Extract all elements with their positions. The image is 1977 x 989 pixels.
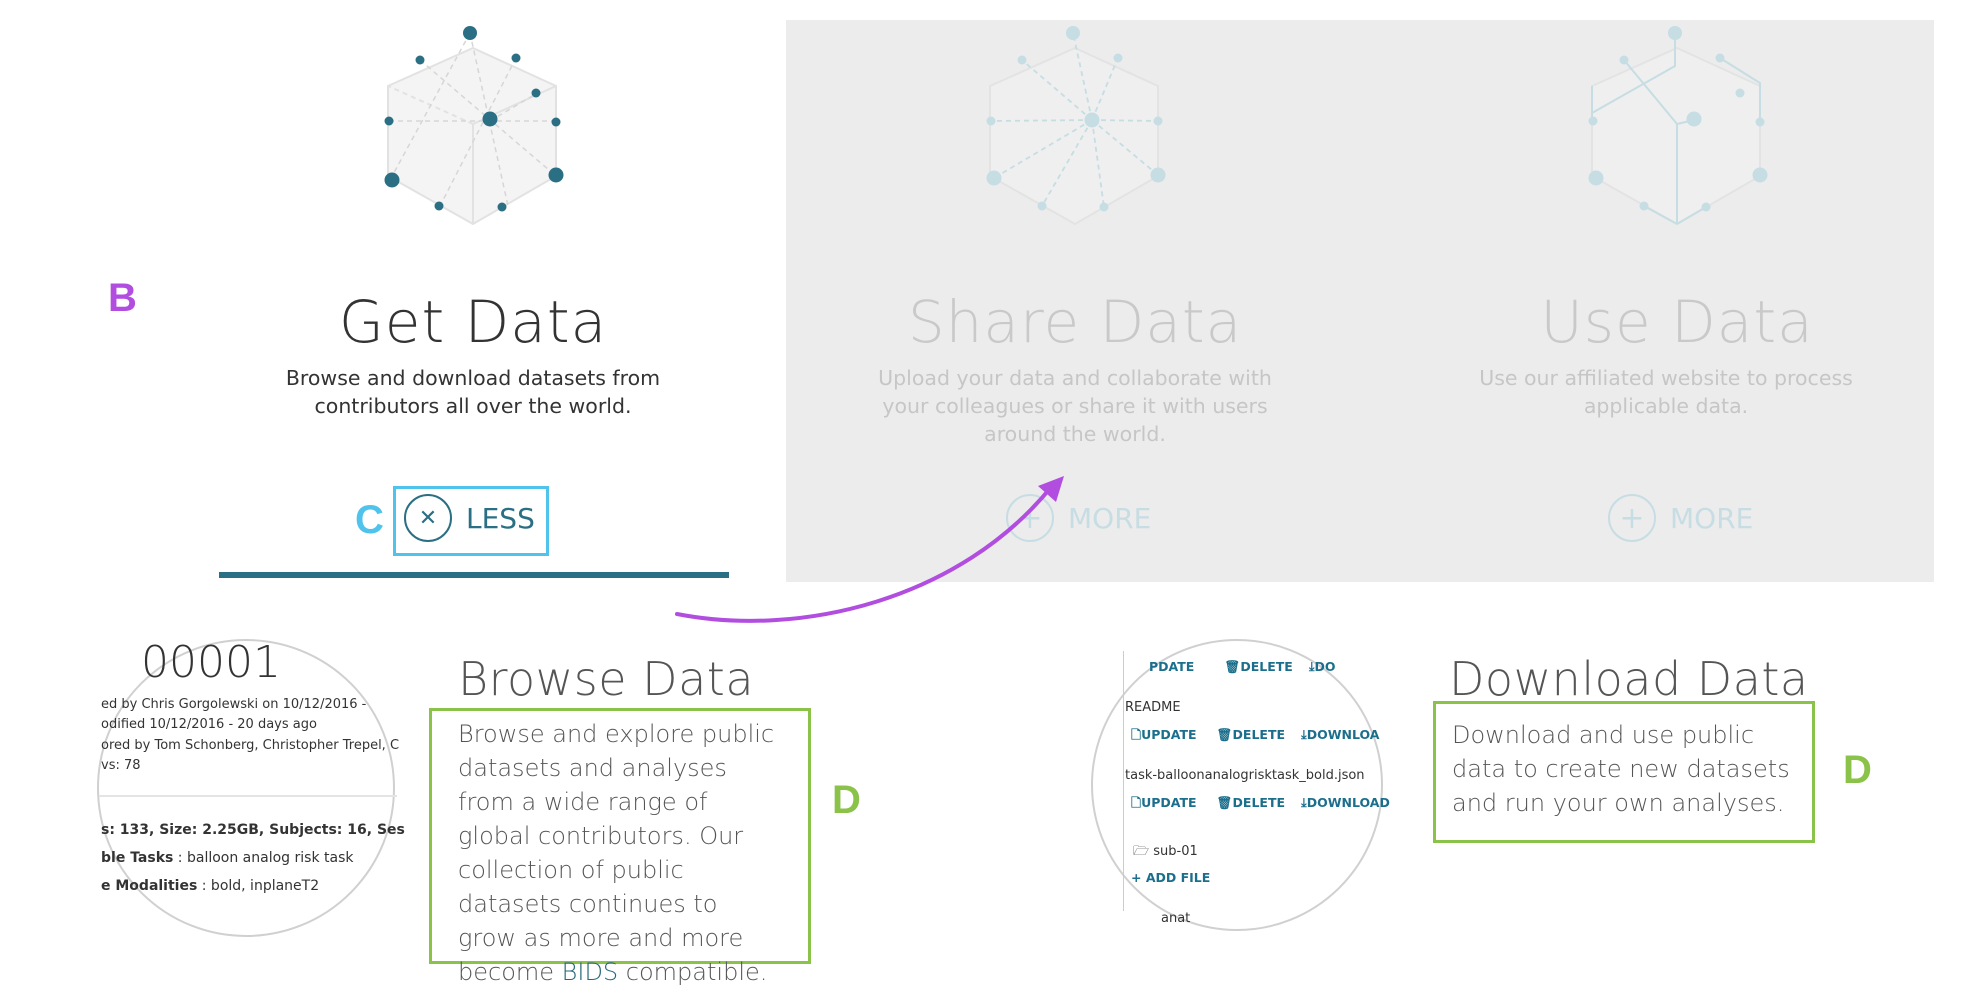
download-data-description: Download and use public data to create n…: [1433, 701, 1815, 843]
annotation-c: C: [355, 498, 384, 542]
preview-divider: [99, 795, 397, 797]
card-description-share-data: Upload your data and collaborate with yo…: [878, 366, 1272, 446]
share-more-label: MORE: [1068, 501, 1152, 535]
preview-dataset-id: 00001: [141, 637, 281, 688]
preview-readme-actions: 🗋UPDATE 🗑DELETE ⤓DOWNLOA: [1131, 727, 1380, 742]
card-title-use-data: Use Data: [1540, 288, 1814, 356]
preview-folder: 🗁 sub-01: [1133, 844, 1198, 859]
annotation-arrow: [675, 476, 1064, 623]
preview-json-actions: 🗋UPDATE 🗑DELETE ⤓DOWNLOAD: [1131, 795, 1390, 810]
annotation-d-download: D: [1843, 748, 1872, 792]
use-data-hexagon-graphic: [1588, 26, 1768, 226]
annotation-d-browse: D: [832, 778, 861, 822]
preview-modified: odified 10/12/2016 - 20 days ago: [101, 717, 317, 732]
preview-top-actions: PDATE 🗑DELETE ⤓DO: [1149, 659, 1336, 674]
download-data-title: Download Data: [1449, 652, 1809, 706]
preview-uploaded-by: ed by Chris Gorgolewski on 10/12/2016 -: [101, 697, 367, 712]
close-icon: ✕: [404, 494, 452, 542]
preview-stats: s: 133, Size: 2.25GB, Subjects: 16, Ses: [101, 822, 405, 838]
card-description-use-data: Use our affiliated website to process ap…: [1479, 366, 1853, 418]
card-description-get-data: Browse and download datasets from contri…: [285, 366, 661, 418]
active-card-underline: [219, 572, 729, 578]
browse-data-description: Browse and explore public datasets and a…: [429, 708, 811, 986]
browse-preview-magnifier: 00001 ed by Chris Gorgolewski on 10/12/2…: [97, 637, 405, 937]
preview-add-file: + ADD FILE: [1131, 870, 1211, 885]
preview-json-file: task-balloonanalogrisktask_bold.json: [1125, 768, 1365, 783]
less-button-highlight: [393, 486, 549, 556]
preview-anat: anat: [1161, 911, 1191, 926]
use-more-label: MORE: [1670, 501, 1754, 535]
less-button-label: LESS: [466, 501, 535, 535]
share-data-more-button[interactable]: + MORE: [1006, 494, 1151, 542]
preview-readme: README: [1125, 700, 1181, 715]
use-data-more-button[interactable]: + MORE: [1608, 494, 1753, 542]
get-data-hexagon-graphic: [384, 26, 564, 226]
bids-link[interactable]: BIDS: [561, 958, 619, 986]
plus-icon: +: [1608, 494, 1656, 542]
preview-modalities: e Modalities : bold, inplaneT2: [101, 878, 320, 894]
folder-icon: 🗁: [1133, 844, 1150, 859]
card-title-share-data: Share Data: [907, 288, 1243, 356]
download-preview-magnifier: PDATE 🗑DELETE ⤓DO README 🗋UPDATE 🗑DELETE…: [1091, 639, 1390, 931]
less-button[interactable]: ✕ LESS: [404, 494, 535, 542]
preview-views: vs: 78: [101, 758, 141, 773]
share-data-hexagon-graphic: [986, 26, 1166, 226]
tree-line: [1123, 651, 1124, 911]
annotation-b: B: [108, 276, 137, 320]
card-title-get-data: Get Data: [338, 288, 608, 356]
preview-tasks: ble Tasks : balloon analog risk task: [101, 850, 354, 866]
preview-authored-by: ored by Tom Schonberg, Christopher Trepe…: [101, 738, 400, 753]
browse-data-title: Browse Data: [458, 652, 755, 706]
